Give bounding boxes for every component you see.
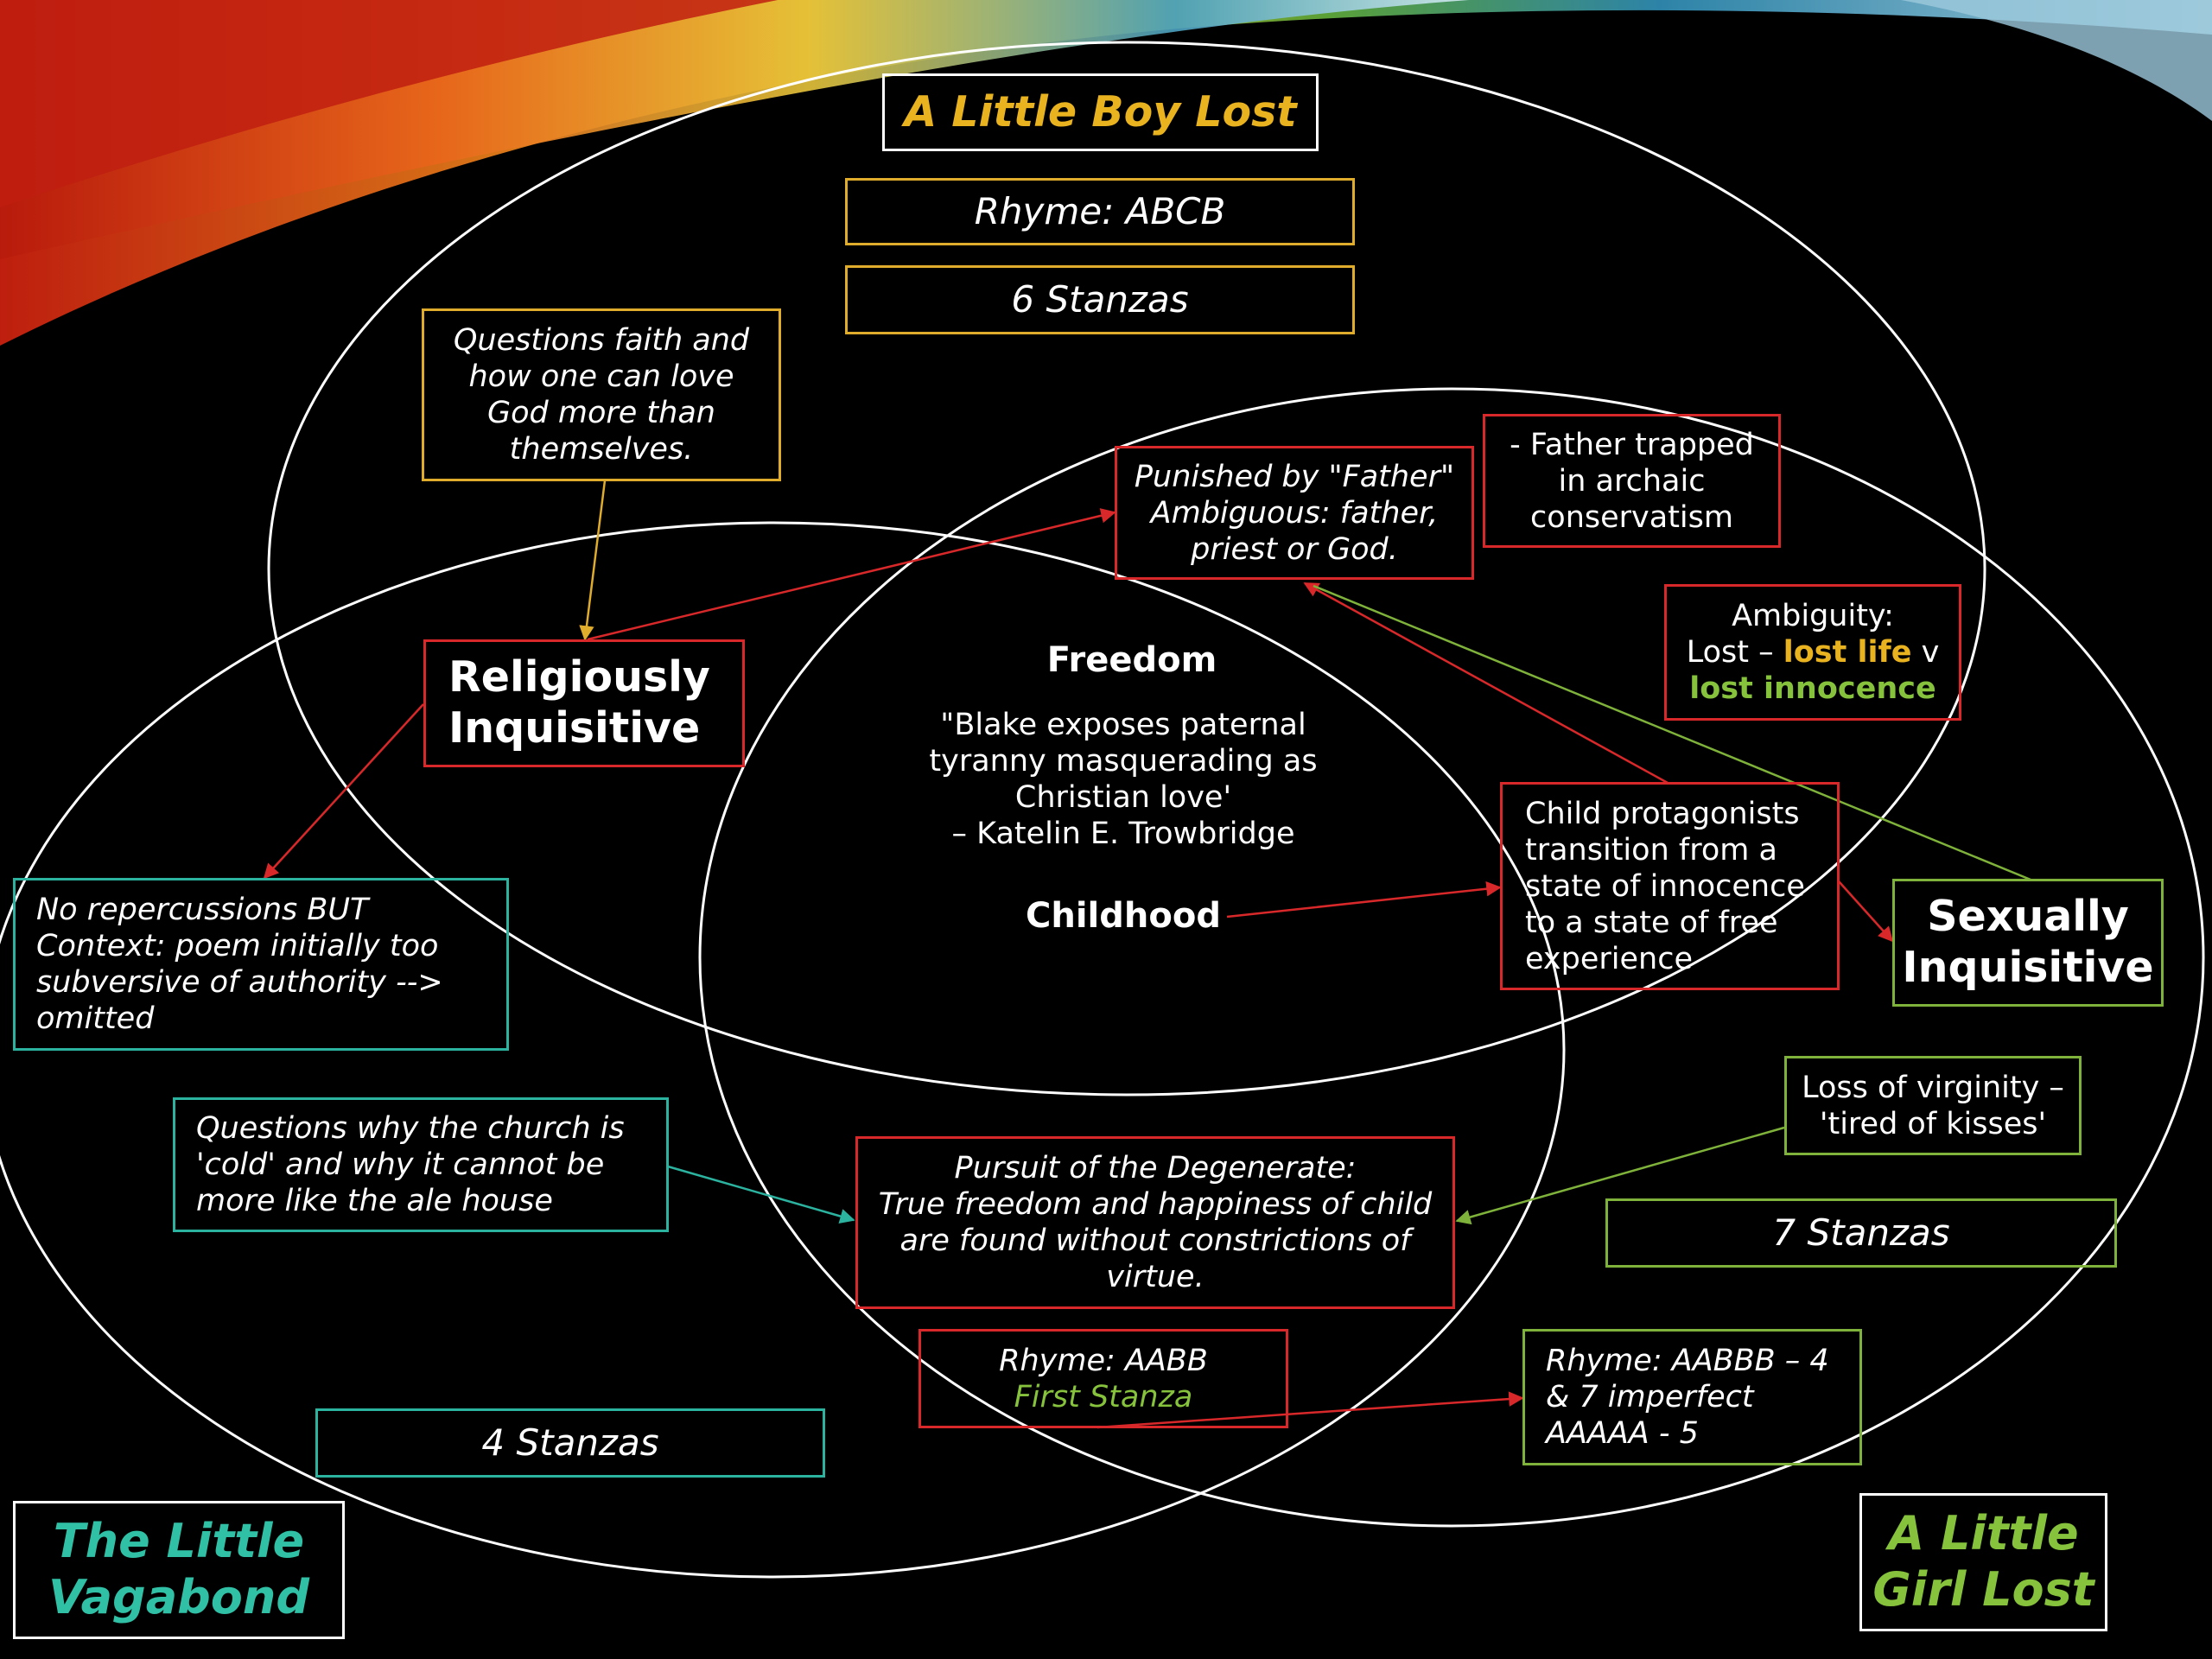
questions-church-line: more like the ale house [196, 1184, 553, 1218]
title-girl-lost-line: Girl Lost [1872, 1562, 2094, 1617]
no-repercussions-box: No repercussions BUT Context: poem initi… [13, 878, 509, 1051]
ambiguity-box: Ambiguity: Lost – lost life v lost innoc… [1664, 584, 1961, 721]
loss-virginity-box: Loss of virginity – 'tired of kisses' [1784, 1056, 2082, 1155]
arrow-child-to-sexual [1838, 880, 1894, 943]
rhyme-aabb-box: Rhyme: AABB First Stanza [918, 1329, 1288, 1428]
questions-church-line: 'cold' and why it cannot be [196, 1147, 605, 1182]
father-trapped-line: - Father trapped [1510, 427, 1754, 462]
questions-faith-line: how one can love [468, 359, 734, 394]
punished-line: Ambiguous: father, [1150, 495, 1439, 531]
questions-faith-line: themselves. [509, 432, 694, 467]
rhyme-aabbb-box: Rhyme: AABBB – 4 & 7 imperfect AAAAA - 5 [1522, 1329, 1862, 1465]
rhyme-aabb-line: Rhyme: AABB [999, 1343, 1208, 1378]
pursuit-box: Pursuit of the Degenerate: True freedom … [855, 1136, 1455, 1309]
punished-line: priest or God. [1191, 531, 1398, 567]
ambiguity-lost-innocence: lost innocence [1689, 671, 1936, 706]
arrow-childhood-to-child [1226, 880, 1502, 918]
no-repercussions-line: omitted [36, 1001, 155, 1036]
arrow-religious-to-repercussions [263, 703, 424, 880]
title-little-vagabond: The Little Vagabond [13, 1501, 345, 1639]
blake-quote-line: – Katelin E. Trowbridge [951, 817, 1295, 851]
arrow-religious-to-punished [587, 508, 1116, 641]
childhood-label: Childhood [1026, 896, 1221, 936]
punished-box: Punished by "Father" Ambiguous: father, … [1115, 446, 1474, 580]
religiously-inquisitive-line: Religiously [448, 652, 710, 702]
title-girl-lost: A Little Girl Lost [1859, 1493, 2107, 1631]
venn-ellipse-girl-lost [698, 387, 2205, 1528]
ambiguity-lost-life: lost life [1783, 635, 1912, 670]
blake-quote: "Blake exposes paternal tyranny masquera… [881, 707, 1365, 852]
title-boy-lost: A Little Boy Lost [882, 73, 1319, 151]
title-little-vagabond-line: Vagabond [48, 1570, 309, 1624]
sexually-inquisitive-line: Inquisitive [1902, 943, 2154, 992]
ambiguity-lost-line: Lost – lost life v [1687, 634, 1940, 671]
loss-virginity-line: 'tired of kisses' [1819, 1106, 2047, 1141]
questions-faith-line: God more than [487, 396, 715, 430]
child-protagonists-line: transition from a [1525, 832, 1777, 868]
child-protagonists-line: to a state of free [1525, 905, 1778, 940]
child-protagonists-line: experience [1525, 941, 1693, 976]
blake-quote-line: "Blake exposes paternal [940, 708, 1306, 742]
no-repercussions-line: No repercussions BUT [36, 893, 369, 927]
pursuit-line: True freedom and happiness of child [878, 1187, 1433, 1222]
title-little-vagabond-line: The Little [53, 1514, 305, 1569]
freedom-label: Freedom [1046, 640, 1217, 680]
father-trapped-line: conservatism [1530, 499, 1733, 535]
boy-lost-stanzas: 6 Stanzas [845, 265, 1355, 334]
rhyme-aabbb-line: Rhyme: AABBB – 4 [1546, 1344, 1829, 1378]
boy-lost-rhyme: Rhyme: ABCB [845, 178, 1355, 245]
arrow-church-to-pursuit [667, 1165, 855, 1224]
questions-church-box: Questions why the church is 'cold' and w… [173, 1097, 669, 1232]
girl-lost-stanzas: 7 Stanzas [1605, 1198, 2117, 1268]
child-protagonists-line: state of innocence [1525, 868, 1805, 904]
venn-ellipse-vagabond [0, 521, 1566, 1579]
vagabond-stanzas: 4 Stanzas [315, 1408, 825, 1478]
blake-quote-line: tyranny masquerading as [929, 744, 1318, 779]
punished-line: Punished by "Father" [1134, 459, 1455, 494]
sexually-inquisitive-line: Sexually [1927, 892, 2129, 942]
ambiguity-v: v [1911, 635, 1940, 670]
no-repercussions-line: Context: poem initially too [36, 929, 439, 963]
pursuit-line: Pursuit of the Degenerate: [954, 1151, 1357, 1185]
decorative-swirl [0, 0, 2212, 346]
first-stanza-label: First Stanza [1014, 1379, 1193, 1414]
questions-faith-line: Questions faith and [453, 323, 750, 358]
arrow-virginity-to-pursuit [1455, 1126, 1785, 1225]
rhyme-aabbb-line: & 7 imperfect [1546, 1380, 1754, 1414]
child-protagonists-box: Child protagonists transition from a sta… [1500, 782, 1840, 990]
religiously-inquisitive-box: Religiously Inquisitive [423, 639, 745, 767]
father-trapped-line: in archaic [1558, 463, 1706, 499]
rhyme-aabbb-line: AAAAA - 5 [1546, 1416, 1699, 1451]
questions-faith-box: Questions faith and how one can love God… [422, 308, 781, 481]
venn-ellipse-boy-lost [267, 41, 1986, 1096]
pursuit-line: are found without constrictions of [899, 1224, 1411, 1258]
arrow-questions-faith-to-religious [579, 480, 607, 641]
title-girl-lost-line: A Little [1888, 1506, 2079, 1561]
arrow-child-to-punished [1303, 582, 1669, 785]
loss-virginity-line: Loss of virginity – [1802, 1070, 2064, 1105]
father-trapped-box: - Father trapped in archaic conservatism [1483, 414, 1781, 548]
pursuit-line: virtue. [1106, 1260, 1205, 1294]
sexually-inquisitive-box: Sexually Inquisitive [1892, 879, 2164, 1007]
arrow-firststanza-to-aabbb [1096, 1391, 1524, 1429]
no-repercussions-line: subversive of authority --> [36, 965, 443, 1000]
questions-church-line: Questions why the church is [196, 1111, 625, 1146]
child-protagonists-line: Child protagonists [1525, 796, 1800, 831]
arrow-sexual-to-punished [1313, 584, 2031, 881]
ambiguity-lost-prefix: Lost – [1686, 635, 1783, 670]
blake-quote-line: Christian love' [1014, 780, 1232, 815]
ambiguity-title: Ambiguity: [1732, 599, 1894, 633]
religiously-inquisitive-line: Inquisitive [448, 703, 701, 753]
